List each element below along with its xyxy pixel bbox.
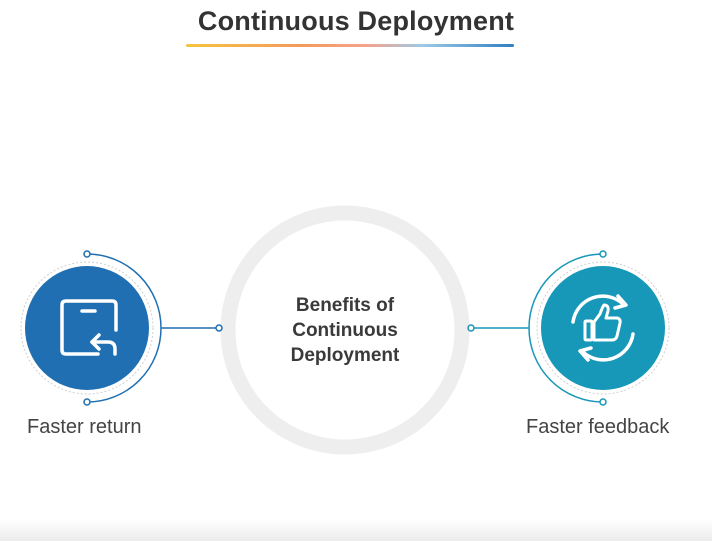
left-arc-dot-top bbox=[83, 250, 91, 258]
center-label-line-3: Deployment bbox=[290, 345, 400, 366]
right-arc-dot-top bbox=[599, 250, 607, 258]
faster-feedback-label: Faster feedback bbox=[526, 416, 670, 438]
center-label: Benefits of Continuous Deployment bbox=[245, 293, 445, 368]
benefit-left bbox=[20, 250, 223, 406]
center-label-line-2: Continuous bbox=[292, 320, 398, 341]
benefit-right bbox=[467, 250, 670, 406]
title-underline bbox=[186, 44, 514, 47]
thumbs-up-cycle-icon bbox=[571, 294, 635, 362]
center-ring bbox=[220, 205, 470, 455]
right-arc bbox=[528, 253, 604, 403]
right-connector-dot bbox=[467, 324, 475, 332]
left-arc-dot-bottom bbox=[83, 398, 91, 406]
faster-return-label: Faster return bbox=[27, 416, 142, 438]
box-return-icon bbox=[60, 299, 118, 356]
left-arc bbox=[86, 253, 162, 403]
right-arc-dot-bottom bbox=[599, 398, 607, 406]
bottom-fade bbox=[0, 519, 712, 541]
right-badge bbox=[541, 266, 665, 390]
left-connector-dot bbox=[215, 324, 223, 332]
left-badge bbox=[25, 266, 149, 390]
page-title: Continuous Deployment bbox=[197, 6, 515, 36]
center-label-line-1: Benefits of bbox=[295, 295, 395, 316]
right-dotted-ring bbox=[536, 261, 670, 395]
left-dotted-ring bbox=[20, 261, 154, 395]
